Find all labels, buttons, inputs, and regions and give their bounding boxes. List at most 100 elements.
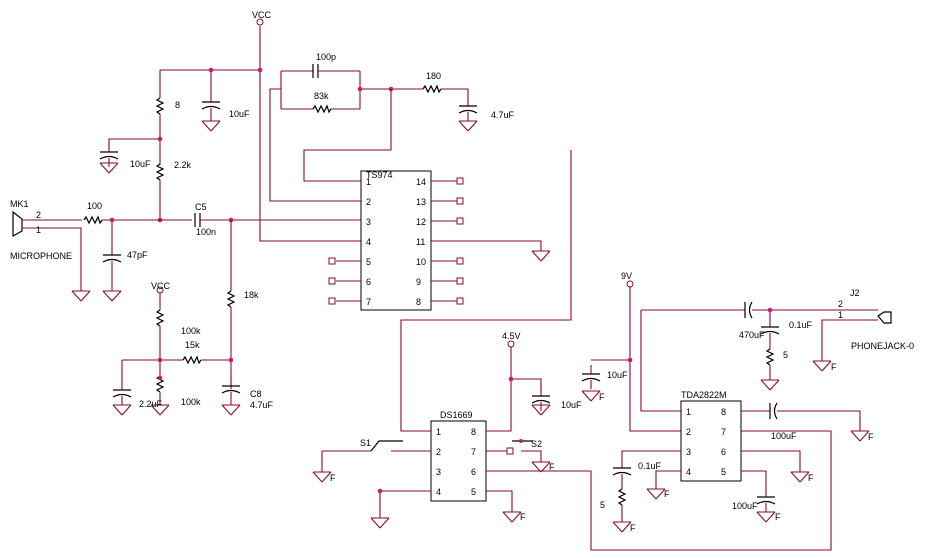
svg-text:8: 8 bbox=[175, 100, 180, 110]
resistor-5-b bbox=[618, 488, 626, 506]
svg-text:9: 9 bbox=[416, 277, 421, 287]
svg-text:4.7uF: 4.7uF bbox=[250, 400, 274, 410]
ic-ds1669: DS1669 1 2 3 4 8 7 6 5 4.5V 10uF S1 S2 bbox=[321, 331, 832, 551]
ground-symbol bbox=[102, 290, 122, 302]
svg-text:6: 6 bbox=[471, 467, 476, 477]
svg-text:0.1uF: 0.1uF bbox=[638, 461, 662, 471]
resistor-100k-a bbox=[156, 309, 164, 327]
ds1669-label: DS1669 bbox=[440, 410, 473, 420]
feedback-network: 100p 83k 180 4.7uF bbox=[269, 52, 515, 202]
microphone-label: MICROPHONE bbox=[10, 251, 72, 261]
jack-ref: J2 bbox=[850, 288, 860, 298]
svg-text:4: 4 bbox=[686, 467, 691, 477]
svg-text:F: F bbox=[831, 362, 837, 372]
ground-symbol bbox=[760, 379, 780, 391]
svg-text:10uF: 10uF bbox=[607, 370, 628, 380]
tda2822m-label: TDA2822M bbox=[681, 390, 727, 400]
ground-symbol bbox=[112, 404, 132, 416]
ground-symbol bbox=[790, 471, 810, 483]
svg-text:470uF: 470uF bbox=[739, 330, 765, 340]
ground-symbol bbox=[581, 390, 601, 402]
svg-text:8: 8 bbox=[416, 297, 421, 307]
svg-text:F: F bbox=[549, 462, 555, 472]
capacitor-2u2 bbox=[112, 380, 132, 406]
output-stage: 9V 10uF J2 2 1 PHONEJACK-0 470uF 0.1uF 5… bbox=[581, 271, 914, 522]
svg-text:100k: 100k bbox=[181, 397, 201, 407]
svg-text:10uF: 10uF bbox=[130, 159, 151, 169]
svg-text:100uF: 100uF bbox=[771, 431, 797, 441]
svg-text:8: 8 bbox=[721, 407, 726, 417]
svg-text:100k: 100k bbox=[181, 326, 201, 336]
svg-text:F: F bbox=[868, 432, 874, 442]
resistor-5-a bbox=[766, 348, 774, 366]
v9-label: 9V bbox=[621, 271, 632, 281]
svg-text:F: F bbox=[808, 473, 814, 483]
svg-text:7: 7 bbox=[366, 297, 371, 307]
svg-text:F: F bbox=[520, 512, 526, 522]
svg-text:C5: C5 bbox=[195, 202, 207, 212]
microphone: MK1 2 1 MICROPHONE bbox=[10, 199, 82, 291]
svg-text:F: F bbox=[330, 473, 336, 483]
svg-text:7: 7 bbox=[721, 427, 726, 437]
svg-text:1: 1 bbox=[686, 407, 691, 417]
svg-text:8: 8 bbox=[471, 427, 476, 437]
jack-label: PHONEJACK-0 bbox=[851, 341, 914, 351]
svg-text:F: F bbox=[599, 392, 605, 402]
ground-symbol bbox=[756, 511, 776, 523]
capacitor-10uf-a bbox=[201, 92, 221, 118]
ground-symbol bbox=[71, 290, 91, 302]
svg-text:83k: 83k bbox=[314, 91, 329, 101]
resistor-2k2 bbox=[156, 163, 164, 181]
switch-s2-label: S2 bbox=[531, 439, 542, 449]
svg-text:2: 2 bbox=[686, 427, 691, 437]
ground-symbol bbox=[502, 511, 522, 523]
svg-text:2: 2 bbox=[36, 210, 41, 220]
svg-text:0.1uF: 0.1uF bbox=[789, 320, 813, 330]
capacitor-47pf bbox=[102, 245, 122, 271]
svg-text:F: F bbox=[775, 512, 781, 522]
capacitor-100uf-b bbox=[756, 487, 776, 513]
svg-text:5: 5 bbox=[366, 257, 371, 267]
svg-text:11: 11 bbox=[416, 237, 425, 247]
ground-symbol bbox=[531, 250, 551, 262]
svg-text:13: 13 bbox=[416, 197, 426, 207]
svg-text:F: F bbox=[630, 523, 636, 533]
svg-text:4.7uF: 4.7uF bbox=[491, 110, 515, 120]
svg-text:3: 3 bbox=[366, 217, 371, 227]
v45-label: 4.5V bbox=[502, 331, 521, 341]
svg-text:14: 14 bbox=[416, 177, 426, 187]
ground-symbol bbox=[221, 404, 241, 416]
svg-text:6: 6 bbox=[721, 447, 726, 457]
svg-text:1: 1 bbox=[436, 427, 441, 437]
input-network: 100 47pF C5 100n bbox=[83, 201, 361, 291]
vcc-left-label: VCC bbox=[151, 281, 171, 291]
resistor-100 bbox=[83, 216, 103, 224]
svg-text:4: 4 bbox=[366, 237, 371, 247]
svg-text:47pF: 47pF bbox=[127, 250, 148, 260]
svg-text:3: 3 bbox=[436, 467, 441, 477]
svg-text:10: 10 bbox=[416, 257, 426, 267]
svg-text:5: 5 bbox=[783, 350, 788, 360]
svg-text:5: 5 bbox=[471, 487, 476, 497]
capacitor-0u1-b bbox=[612, 458, 632, 484]
ground-labels: F F F F F F F F F F bbox=[330, 362, 874, 533]
ground-symbol bbox=[850, 430, 870, 442]
vcc-top-net: VCC 8 10uF 10uF 2.2k bbox=[99, 10, 361, 242]
svg-text:10uF: 10uF bbox=[229, 109, 250, 119]
ic-ts974: TS974 1 2 3 4 5 6 7 14 13 12 11 10 9 8 bbox=[328, 150, 572, 432]
svg-text:100uF: 100uF bbox=[732, 501, 758, 511]
svg-text:1: 1 bbox=[366, 177, 371, 187]
svg-text:2.2uF: 2.2uF bbox=[139, 399, 163, 409]
svg-text:C8: C8 bbox=[250, 389, 262, 399]
ground-symbol bbox=[612, 521, 632, 533]
svg-text:12: 12 bbox=[416, 217, 426, 227]
resistor-8 bbox=[156, 97, 164, 115]
resistor-15k bbox=[182, 356, 202, 364]
svg-text:180: 180 bbox=[426, 71, 441, 81]
vcc-top-label: VCC bbox=[252, 10, 272, 20]
ground-symbol bbox=[458, 120, 478, 132]
capacitor-4u7-a bbox=[458, 96, 478, 122]
svg-text:100: 100 bbox=[87, 201, 102, 211]
resistor-18k bbox=[227, 290, 235, 308]
svg-text:1: 1 bbox=[838, 310, 843, 320]
